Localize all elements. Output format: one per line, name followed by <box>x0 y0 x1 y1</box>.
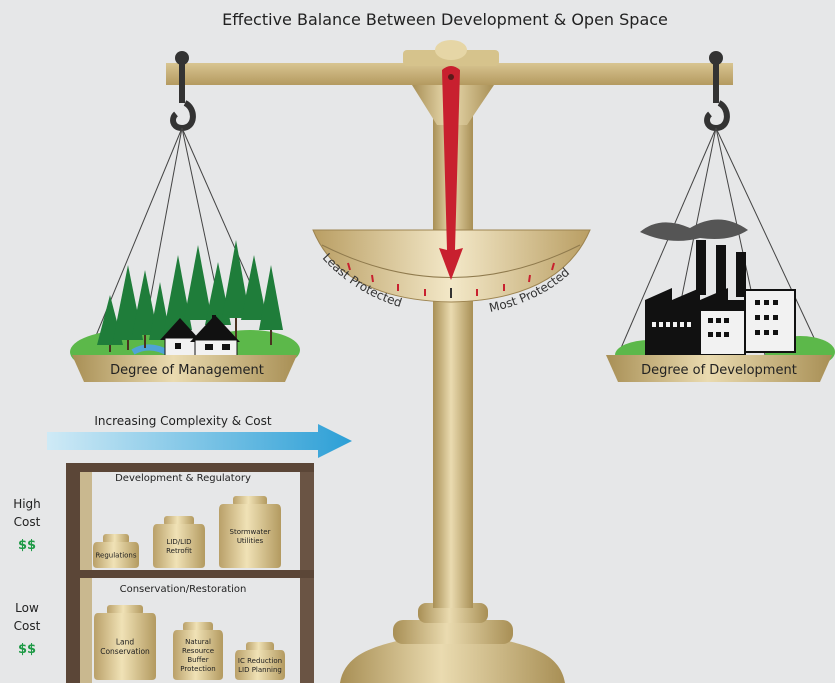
weight-label: Retrofit <box>166 547 192 555</box>
pointer-needle <box>439 66 463 280</box>
high-cost-label-line2: Cost <box>14 515 41 529</box>
cost-legend: High Cost $$ Low Cost $$ <box>13 497 41 657</box>
weight-label: LID/LID <box>166 538 191 546</box>
low-cost-label-line2: Cost <box>14 619 41 633</box>
weight-label: LID Planning <box>238 666 282 674</box>
shelf-bottom-heading: Conservation/Restoration <box>120 584 247 595</box>
weights-shelf: Development & Regulatory Conservation/Re… <box>66 463 314 683</box>
shelf-top-heading: Development & Regulatory <box>115 473 251 484</box>
right-pan-label: Degree of Development <box>641 363 797 378</box>
weight-label: Stormwater <box>230 528 271 536</box>
weight-label: Regulations <box>95 551 136 559</box>
weight-label: Buffer <box>187 656 208 664</box>
weight-label: Natural <box>185 638 211 646</box>
complexity-arrow-label: Increasing Complexity & Cost <box>94 414 272 428</box>
low-cost-label-line1: Low <box>15 601 39 615</box>
weight-label: Land <box>116 637 135 646</box>
left-pan-label: Degree of Management <box>110 363 264 378</box>
right-pan: Degree of Development <box>606 355 832 382</box>
left-pan: Degree of Management <box>72 355 297 382</box>
weight-label: IC Reduction <box>238 657 282 665</box>
forest-and-houses-illustration <box>70 240 300 374</box>
scale-base <box>340 603 565 683</box>
factory-illustration <box>615 219 835 370</box>
complexity-arrow: Increasing Complexity & Cost <box>47 414 352 458</box>
weight-top-0: Regulations <box>93 534 139 568</box>
weight-label: Resource <box>182 647 214 655</box>
low-cost-symbol: $$ <box>18 642 36 657</box>
weight-label: Utilities <box>237 537 264 545</box>
weight-label: Protection <box>180 665 215 673</box>
high-cost-label-line1: High <box>13 497 41 511</box>
high-cost-symbol: $$ <box>18 538 36 553</box>
diagram-title: Effective Balance Between Development & … <box>222 10 668 29</box>
weight-label: Conservation <box>100 647 150 656</box>
